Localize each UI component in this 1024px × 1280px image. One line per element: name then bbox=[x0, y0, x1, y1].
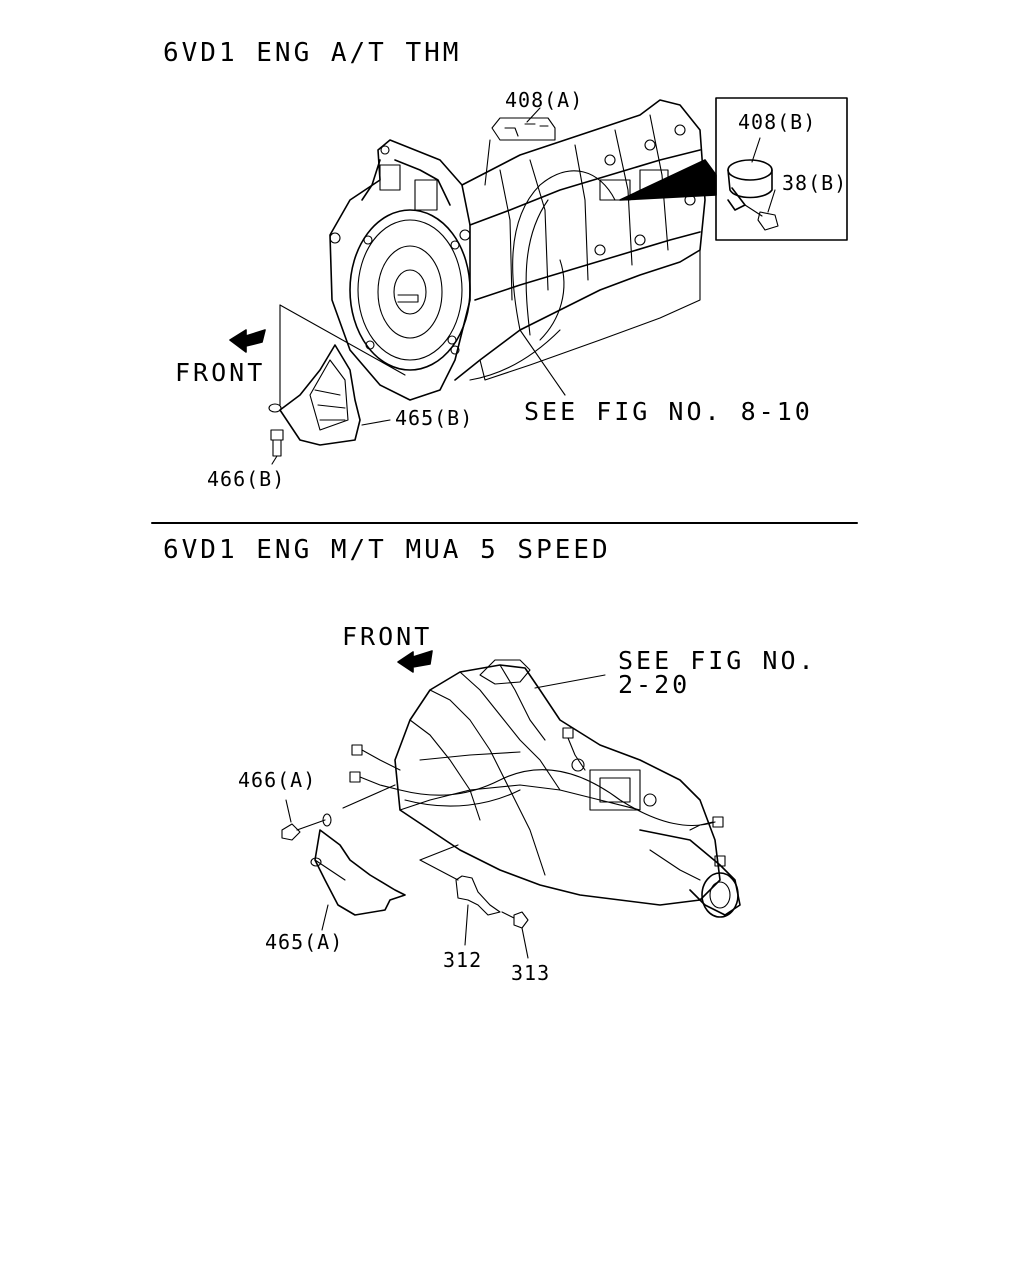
section-title-mt: 6VD1 ENG M/T MUA 5 SPEED bbox=[163, 535, 611, 565]
front-arrow-icon bbox=[229, 329, 266, 353]
automatic-transmission-drawing bbox=[229, 97, 848, 465]
callout-38b: 38(B) bbox=[782, 171, 848, 195]
see-fig-2-20-line2: 2-20 bbox=[618, 670, 691, 699]
callout-465b: 465(B) bbox=[395, 406, 474, 430]
detail-inset-box bbox=[715, 97, 848, 241]
callout-466b: 466(B) bbox=[207, 467, 286, 491]
callout-313: 313 bbox=[511, 961, 551, 985]
section-title-at: 6VD1 ENG A/T THM bbox=[163, 38, 462, 68]
callout-408a: 408(A) bbox=[505, 88, 584, 112]
callout-465a: 465(A) bbox=[265, 930, 344, 954]
see-fig-8-10: SEE FIG NO. 8-10 bbox=[524, 397, 813, 426]
manual-transmission-drawing bbox=[281, 650, 741, 959]
front-arrow-icon bbox=[397, 650, 433, 673]
callout-408b: 408(B) bbox=[738, 110, 817, 134]
callout-466a: 466(A) bbox=[238, 768, 317, 792]
callout-312: 312 bbox=[443, 948, 483, 972]
front-label-mt: FRONT bbox=[342, 622, 433, 651]
see-fig-2-20-line1: SEE FIG NO. bbox=[618, 646, 817, 675]
front-label-at: FRONT bbox=[175, 358, 266, 387]
